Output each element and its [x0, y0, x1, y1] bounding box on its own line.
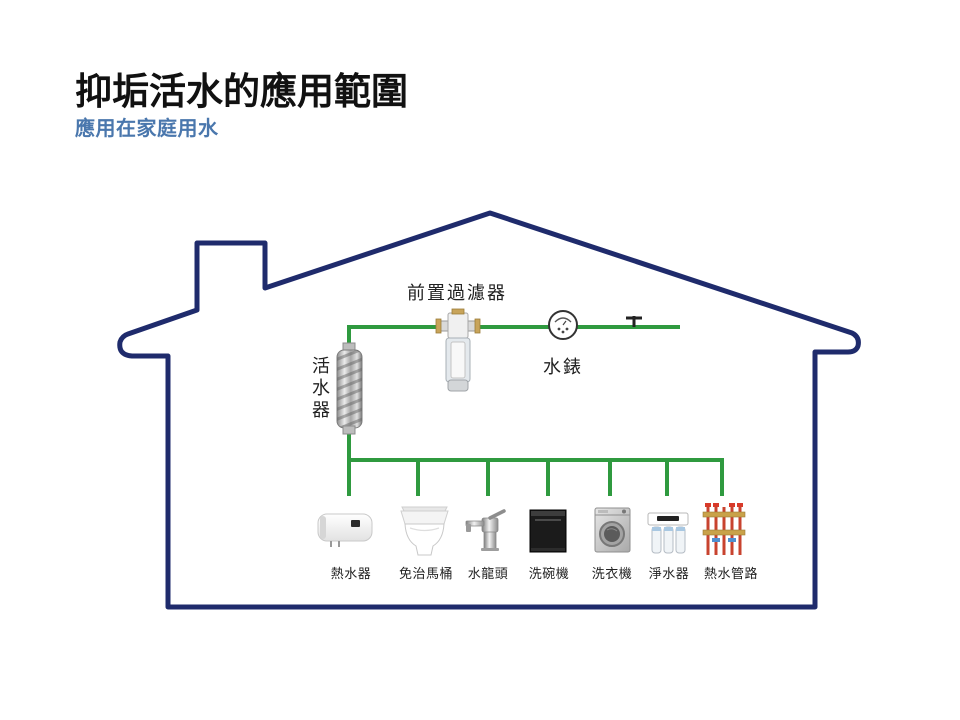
- appliance-label: 熱水管路: [704, 566, 758, 582]
- main-inlet-pipe: [347, 325, 680, 346]
- dishwasher-icon: [529, 509, 567, 553]
- hot-water-manifold-icon: [702, 503, 746, 555]
- water-purifier-icon: [647, 512, 689, 554]
- house-outline: [117, 210, 861, 610]
- water-meter-icon: [548, 310, 578, 340]
- appliance-label: 免治馬桶: [399, 567, 453, 582]
- appliance-label: 淨水器: [649, 567, 690, 582]
- water-heater-icon: [317, 513, 373, 547]
- washing-machine-icon: [594, 507, 631, 553]
- page-subtitle: 應用在家庭用水: [75, 116, 219, 140]
- valve-icon: [626, 316, 642, 327]
- appliance-label: 洗碗機: [529, 566, 570, 582]
- page-title: 抑垢活水的應用範圍: [75, 70, 408, 113]
- appliance-label: 洗衣機: [592, 566, 633, 582]
- appliance-label: 水龍頭: [468, 566, 509, 582]
- appliance-label: 熱水器: [331, 567, 372, 582]
- water-activator-label: 活水器: [309, 356, 330, 422]
- pre-filter-label: 前置過濾器: [407, 283, 507, 304]
- water-meter-label: 水錶: [543, 357, 583, 378]
- water-pipes: [347, 325, 724, 496]
- faucet-icon: [465, 509, 506, 551]
- pre-filter-icon: [435, 308, 481, 392]
- water-activator-icon: [336, 342, 363, 435]
- bidet-toilet-icon: [400, 506, 449, 556]
